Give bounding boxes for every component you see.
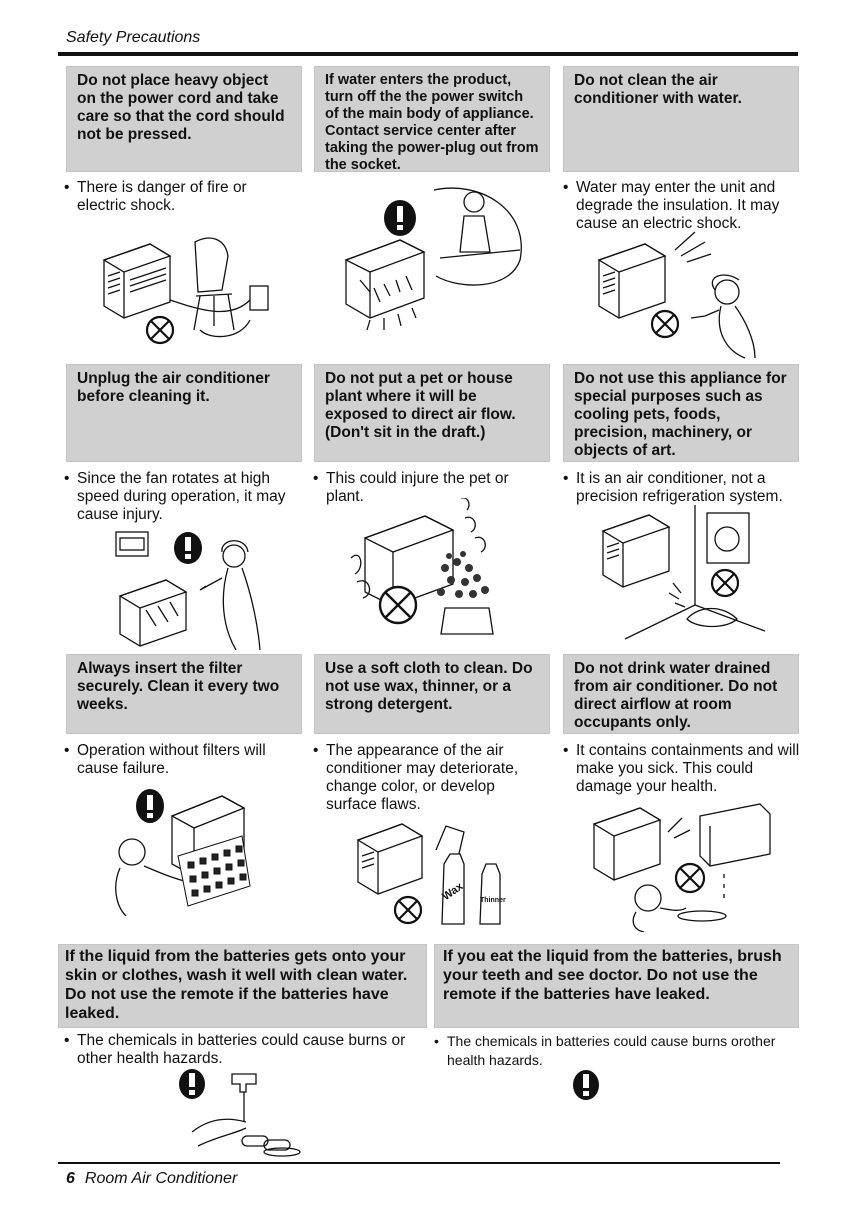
prohibited-icon [650, 309, 680, 339]
warning-icon [384, 200, 416, 236]
warning-box: Do not place heavy object on the power c… [66, 66, 302, 172]
warning-icon [136, 789, 164, 823]
warning-note: •There is danger of fire or electric sho… [64, 179, 247, 214]
header-rule [58, 52, 798, 56]
page-number: 6 [66, 1170, 75, 1187]
pet-plant-airflow-illustration [350, 498, 494, 635]
warning-box: Do not put a pet or house plant where it… [314, 364, 550, 462]
warning-note: •Operation without filters will cause fa… [64, 742, 266, 777]
warning-note: •Water may enter the unit and degrade th… [563, 179, 780, 232]
page-footer: 6 Room Air Conditioner [66, 1170, 237, 1188]
wash-battery-liquid-illustration [179, 1069, 301, 1157]
special-purposes-illustration [601, 505, 766, 640]
warning-box: If the liquid from the batteries gets on… [58, 944, 427, 1028]
prohibited-icon [674, 862, 706, 894]
cleaning-with-water-illustration [597, 231, 756, 359]
warning-icon [174, 532, 202, 564]
warning-note: •The chemicals in batteries could cause … [434, 1033, 776, 1068]
soft-cloth-cleaning-illustration: Wax Thinner [356, 823, 506, 925]
warning-box: If you eat the liquid from the batteries… [434, 944, 799, 1028]
prohibited-icon [145, 315, 175, 345]
warning-note: •The appearance of the air conditioner m… [313, 742, 519, 813]
prohibited-icon [710, 568, 740, 598]
thinner-label: Thinner [480, 897, 506, 904]
warning-note: •Since the fan rotates at high speed dur… [64, 470, 286, 523]
warning-box: Unplug the air conditioner before cleani… [66, 364, 302, 462]
footer-rule [58, 1162, 780, 1164]
warning-note: •This could injure the pet or plant. [313, 470, 509, 505]
warning-box: If water enters the product, turn off th… [314, 66, 550, 173]
prohibited-icon [393, 895, 423, 925]
warning-note: •It is an air conditioner, not a precisi… [563, 470, 783, 505]
warning-box: Do not clean the air conditioner with wa… [563, 66, 799, 172]
warning-note: •The chemicals in batteries could cause … [64, 1032, 406, 1067]
insert-filter-illustration [115, 789, 251, 916]
footer-title: Room Air Conditioner [84, 1170, 238, 1187]
unplug-before-cleaning-illustration [115, 531, 261, 650]
water-enters-product-illustration [344, 187, 522, 331]
drained-water-illustration [592, 803, 771, 932]
warning-icon [573, 1070, 599, 1100]
warning-box: Always insert the filter securely. Clean… [66, 654, 302, 734]
warning-box: Do not drink water drained from air cond… [563, 654, 799, 734]
warning-icon [179, 1069, 205, 1099]
heavy-object-on-cord-illustration [102, 237, 269, 345]
warning-box: Do not use this appliance for special pu… [563, 364, 799, 462]
prohibited-icon [378, 585, 418, 625]
warning-note: •It contains containments and will make … [563, 742, 800, 795]
warning-box: Use a soft cloth to clean. Do not use wa… [314, 654, 550, 734]
page-header: Safety Precautions [66, 29, 201, 46]
